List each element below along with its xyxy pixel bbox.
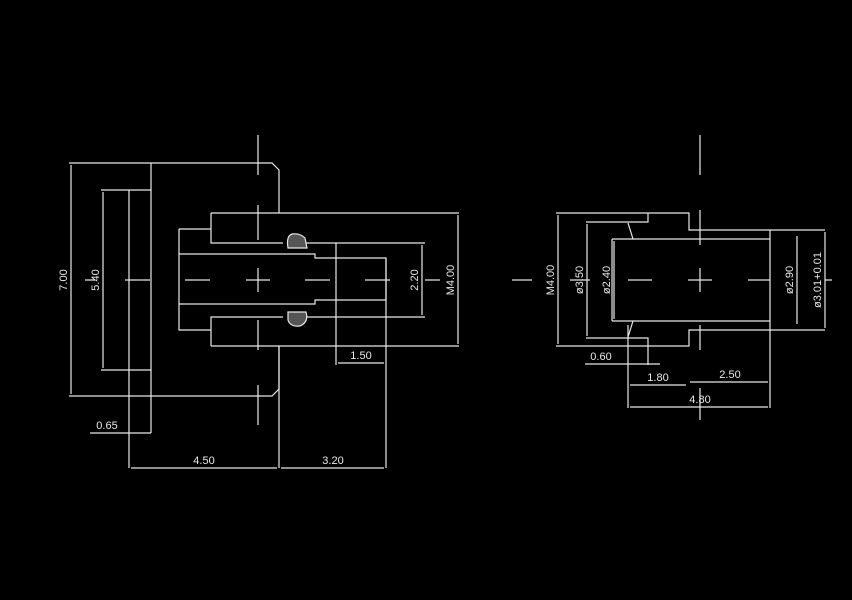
right-dimension-lines (557, 215, 826, 408)
dim-1-50: 1.50 (350, 350, 371, 362)
o-ring-top (286, 233, 308, 249)
dim-7-00: 7.00 (58, 269, 70, 290)
left-view: 7.00 5.40 2.20 M4.00 1.50 0.65 4.50 3.20 (58, 135, 459, 469)
right-view: M4.00 ø3.50 ø2.40 ø2.90 ø3.01+0.01 0.60 … (512, 135, 832, 420)
left-view-outline (69, 162, 459, 468)
dim-m4-00: M4.00 (445, 265, 457, 296)
dim-1-80: 1.80 (647, 372, 668, 384)
dim-m4-00-right: M4.00 (545, 265, 557, 296)
dim-dia-2-40: ø2.40 (601, 266, 613, 294)
dim-4-80: 4.80 (689, 394, 710, 406)
left-dimension-lines (70, 165, 459, 469)
left-centerlines (85, 135, 440, 425)
dim-2-50: 2.50 (719, 369, 740, 381)
dim-5-40: 5.40 (90, 269, 102, 290)
dim-0-65: 0.65 (96, 420, 117, 432)
dim-4-50: 4.50 (193, 455, 214, 467)
dim-dia-3-01: ø3.01+0.01 (812, 252, 824, 308)
right-view-outline (556, 212, 825, 408)
o-ring-bottom (287, 311, 308, 327)
right-centerlines (512, 135, 832, 420)
dim-dia-3-50: ø3.50 (574, 266, 586, 294)
dim-2-20: 2.20 (409, 269, 421, 290)
dim-dia-2-90: ø2.90 (784, 266, 796, 294)
dim-3-20: 3.20 (322, 455, 343, 467)
dim-0-60: 0.60 (590, 351, 611, 363)
